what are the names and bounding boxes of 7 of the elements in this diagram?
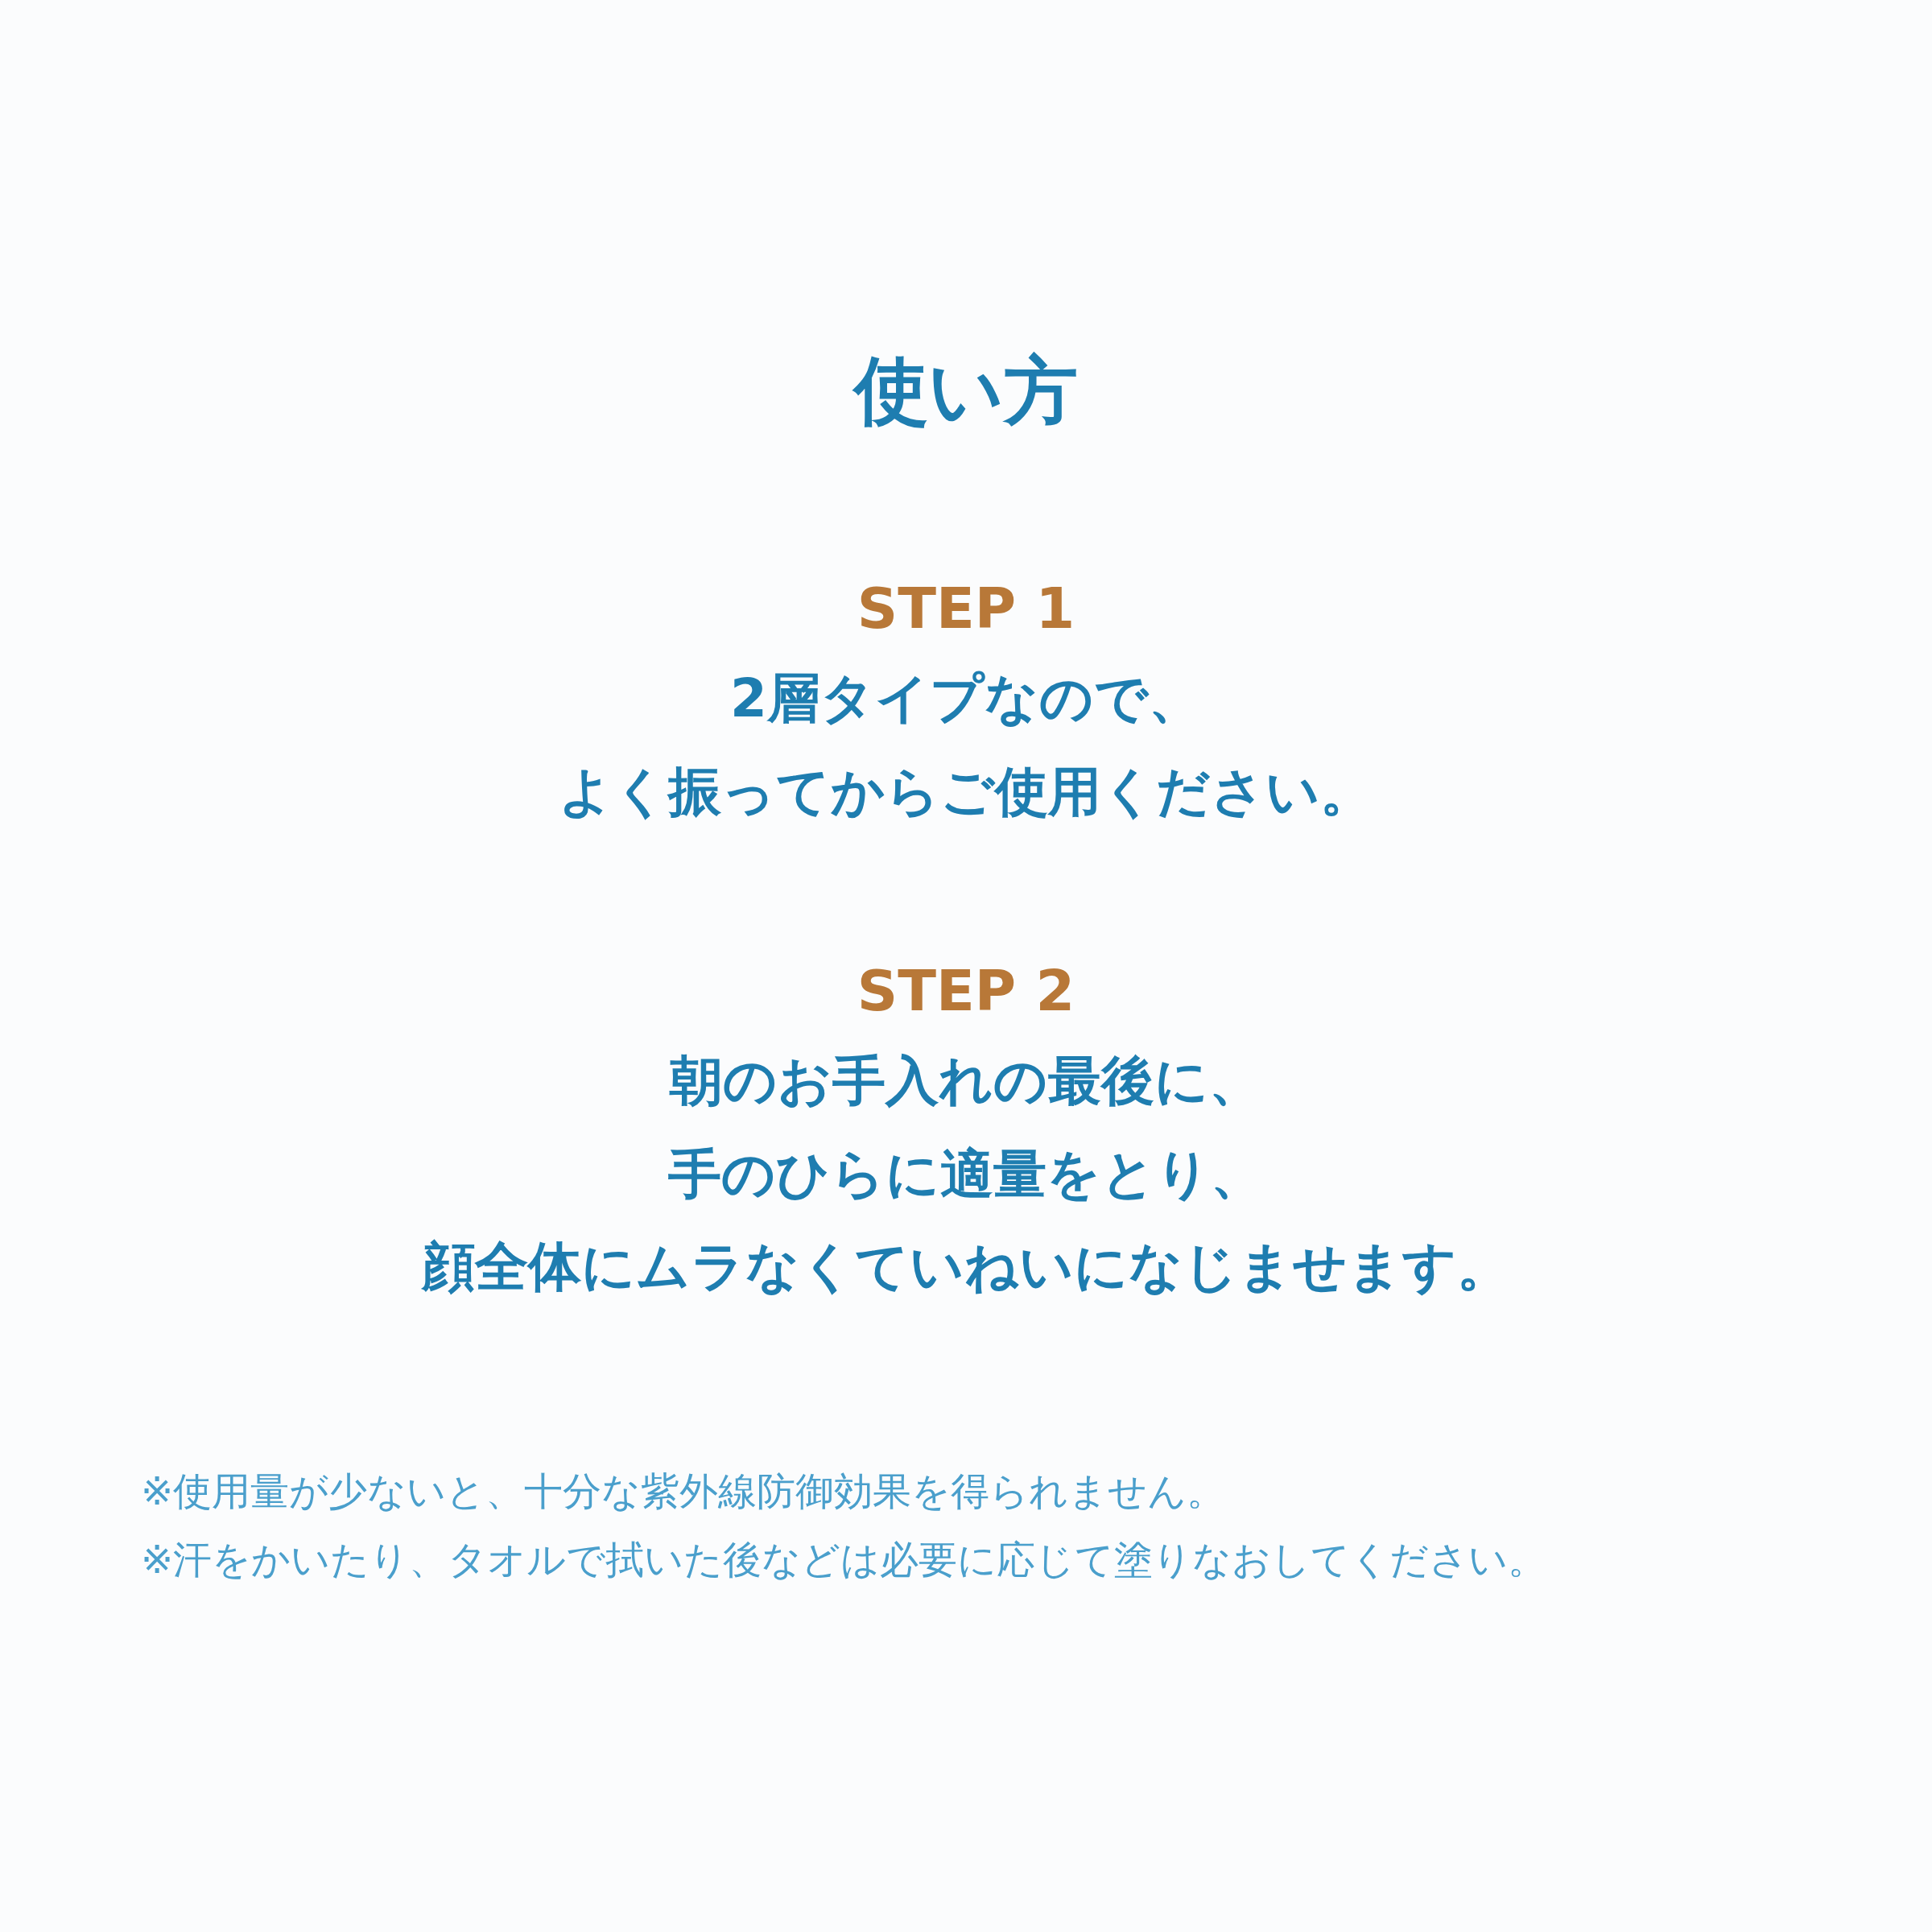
step-heading: STEP 1 (856, 575, 1076, 643)
instruction-text: 2層タイプなので、よく振ってからご使用ください。 (558, 667, 1374, 824)
note-text: ※使用量が少ないと、十分な紫外線防御効果を得られません。 (141, 1468, 1226, 1515)
note-text: ※汗をかいたり、タオルで拭いた後などは必要に応じて塗りなおしてください。 (141, 1536, 1547, 1583)
title: 使い方 (0, 326, 1932, 456)
instruction-text: 朝のお手入れの最後に、手のひらに適量をとり、顔全体にムラなくていねいになじませます。 (420, 1049, 1511, 1299)
step-heading: STEP 2 (856, 957, 1076, 1026)
